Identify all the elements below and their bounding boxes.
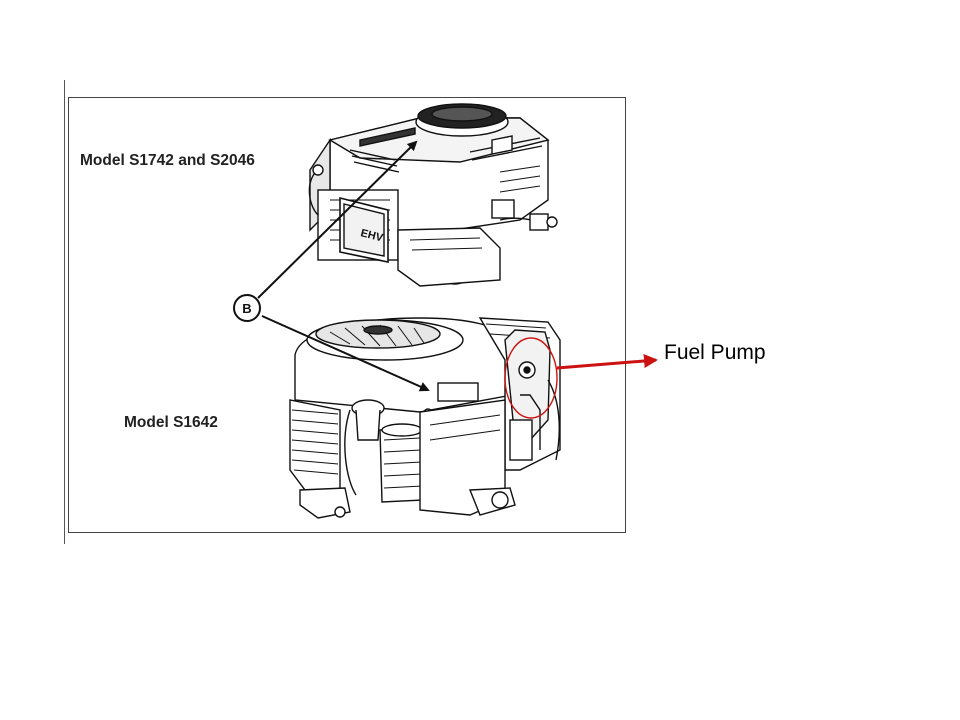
engine-top — [308, 103, 558, 287]
left-margin-rule — [64, 80, 65, 544]
callout-b-letter: B — [242, 301, 251, 316]
leader-line-top — [257, 140, 418, 299]
engine-brand-text: EHV — [359, 227, 384, 244]
callout-b-leaders — [257, 140, 430, 392]
model-top-label: Model S1742 and S2046 — [80, 152, 255, 169]
callout-b-badge: B — [233, 294, 261, 322]
engine-bottom — [289, 317, 561, 519]
diagram-frame — [68, 97, 626, 533]
fuel-pump-highlight-circle — [504, 337, 558, 419]
fuel-pump-callout: Fuel Pump — [664, 341, 766, 364]
model-bottom-label: Model S1642 — [124, 414, 218, 431]
leader-line-bottom — [261, 315, 430, 392]
fuel-pump-arrow — [556, 353, 658, 370]
